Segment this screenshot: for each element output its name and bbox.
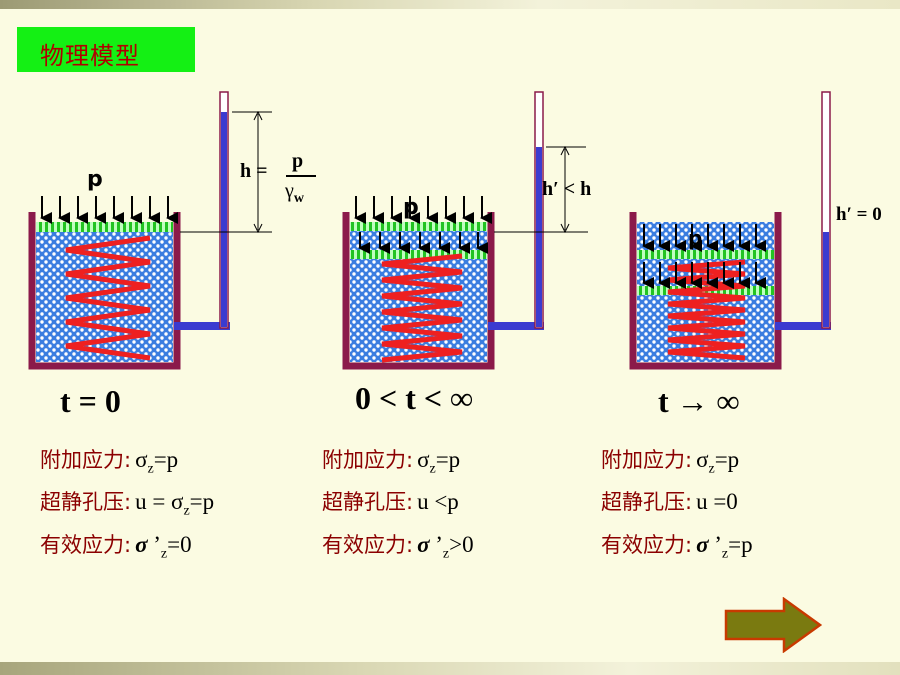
spring-icon <box>65 235 151 361</box>
pipe-2 <box>488 322 544 330</box>
head-fraction-num: p <box>292 150 304 172</box>
fraction-bar <box>286 175 316 177</box>
info-2-1: 附加应力:σz=p <box>322 447 461 477</box>
bottom-decorative-bar <box>0 662 900 675</box>
head-fraction-den: γw <box>285 180 304 206</box>
info-3-2: 超静孔压:u =0 <box>601 489 738 514</box>
load-label-2: p <box>403 195 419 220</box>
info-1-2: 超静孔压:u = σz=p <box>40 489 215 519</box>
info-2-3: 有效应力:σ ’z>0 <box>322 532 474 562</box>
time-caption-2: 0 < t < ∞ <box>355 380 473 416</box>
container-1 <box>28 212 181 370</box>
arrow-right-icon[interactable] <box>724 597 822 653</box>
info-2-2: 超静孔压:u <p <box>322 489 459 514</box>
load-label-3: p <box>688 226 703 250</box>
piston-1 <box>36 222 173 232</box>
info-3-1: 附加应力:σz=p <box>601 447 740 477</box>
spring-icon <box>381 253 463 363</box>
tube-3 <box>821 91 831 329</box>
pipe-3 <box>775 322 831 330</box>
title-box <box>17 27 195 72</box>
page-title: 物理模型 <box>40 42 140 70</box>
panel-3-model <box>629 91 831 370</box>
time-caption-1: t = 0 <box>60 383 121 419</box>
piston-3-top <box>637 250 774 259</box>
info-3-3: 有效应力:σ ’z=p <box>601 532 753 562</box>
panel-1-model <box>28 91 272 370</box>
load-arrows-2 <box>354 196 492 254</box>
load-label-1: p <box>87 167 103 192</box>
container-2 <box>342 212 495 370</box>
time-caption-3: t → ∞ <box>658 383 740 419</box>
info-1-1: 附加应力:σz=p <box>40 447 179 477</box>
piston-2-top <box>350 222 487 231</box>
tube-water-3 <box>823 232 829 327</box>
head-label-2: h′ < h <box>542 178 592 200</box>
head-label-1: h = <box>240 160 268 182</box>
head-label-3: h′ = 0 <box>836 204 882 225</box>
panel-2-model <box>342 91 588 370</box>
tube-water-2 <box>536 147 542 327</box>
load-arrows-3 <box>642 224 766 289</box>
piston-2 <box>350 250 487 259</box>
info-1-3: 有效应力:σ ’z=0 <box>40 532 192 562</box>
top-decorative-bar <box>0 0 900 9</box>
load-arrows-1 <box>40 196 178 224</box>
container-3 <box>629 212 782 370</box>
tube-water-1 <box>221 112 227 327</box>
pipe-1 <box>174 322 230 330</box>
